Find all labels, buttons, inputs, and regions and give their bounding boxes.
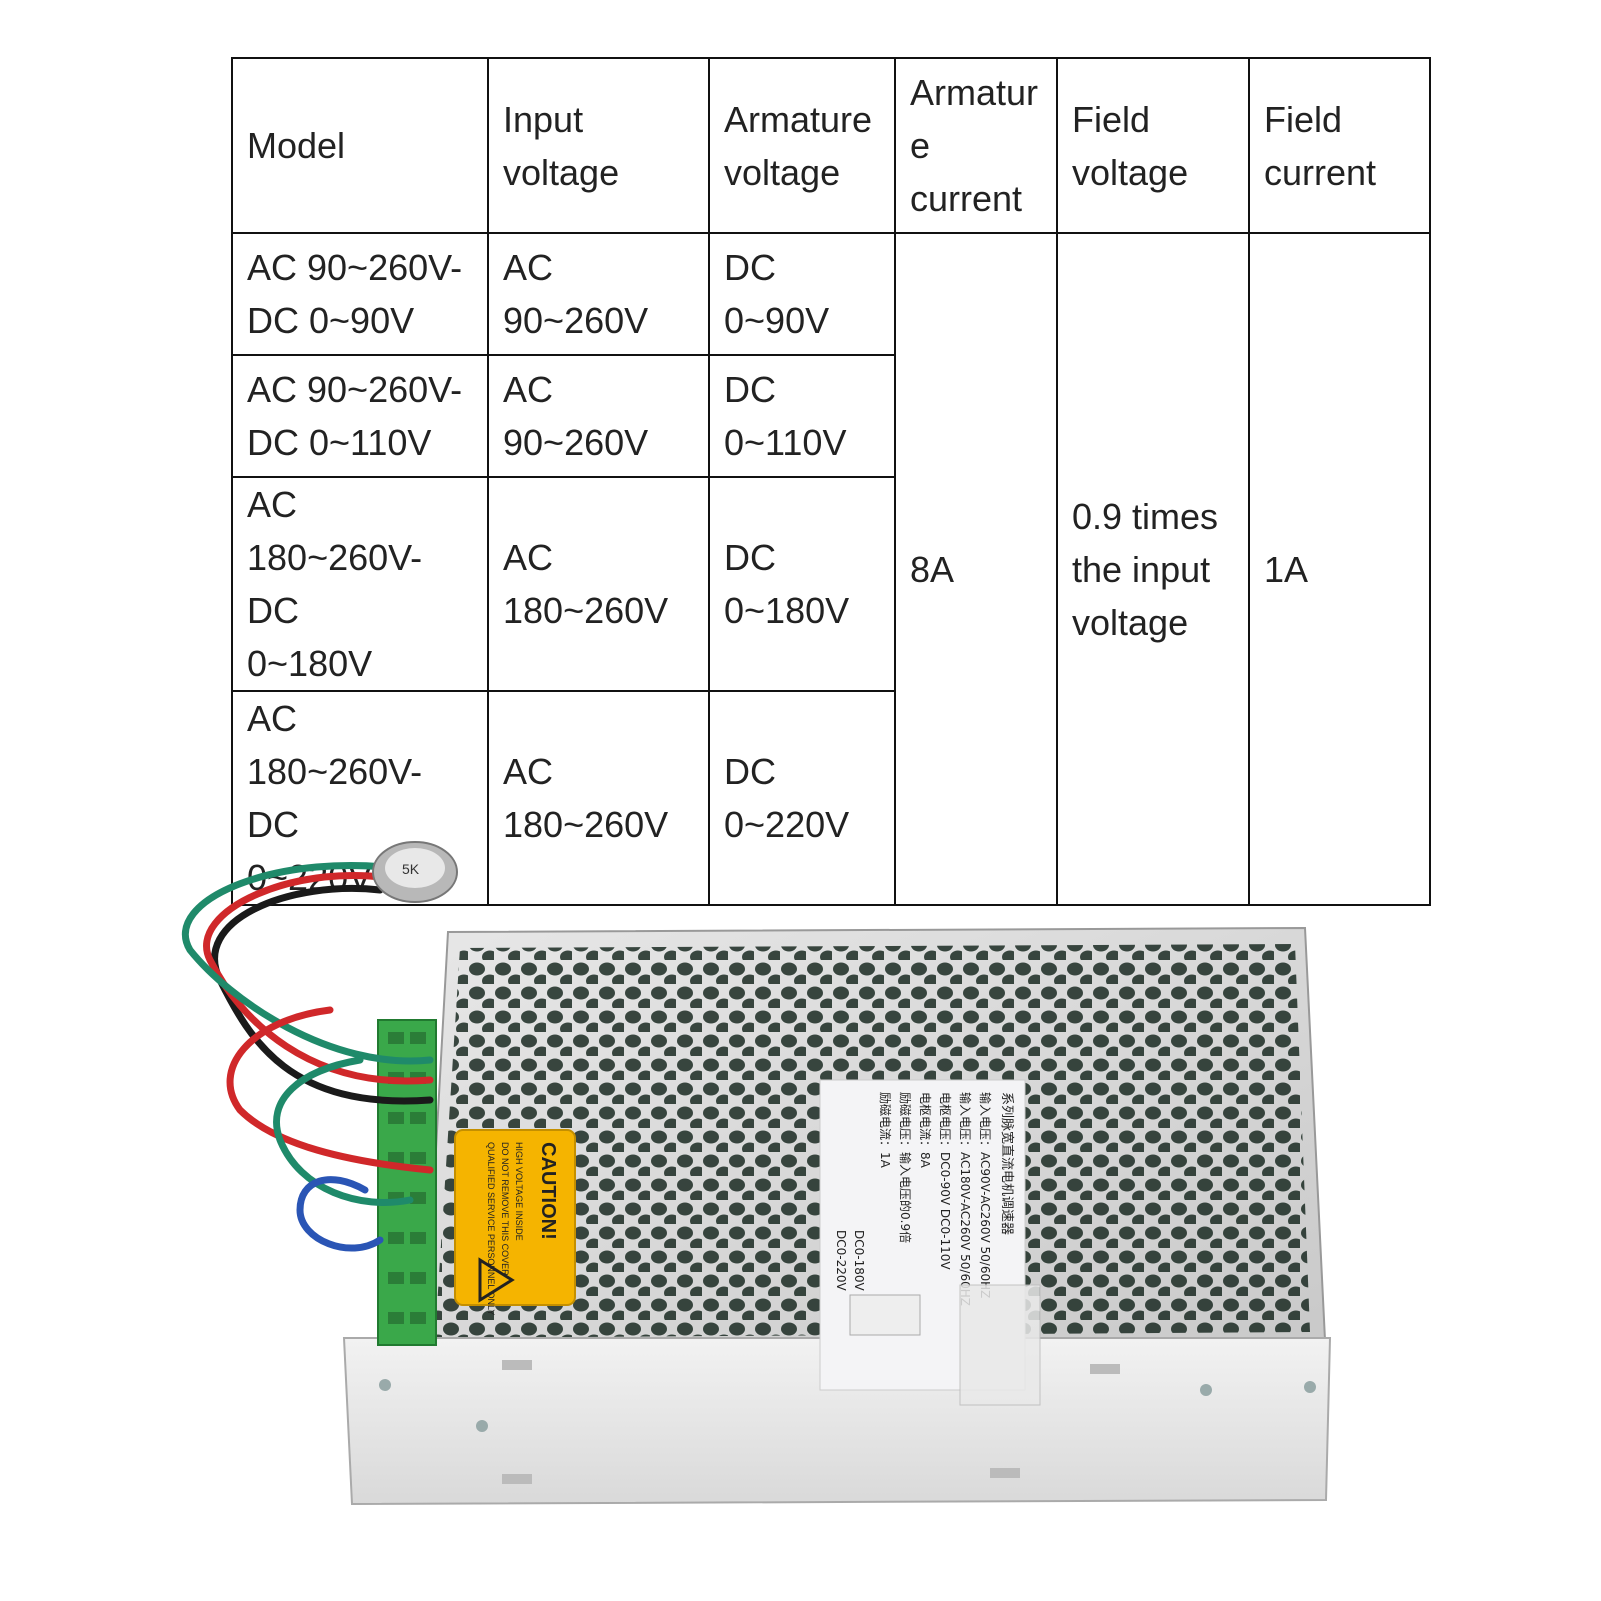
label-line: 励磁电流：1A (878, 1092, 893, 1169)
slot (990, 1468, 1020, 1478)
screw-icon (1200, 1384, 1212, 1396)
caution-title: CAUTION! (537, 1142, 559, 1240)
cell-armature-current: 8A (894, 232, 1058, 906)
cell-model: AC 90~260V- DC 0~90V (231, 232, 489, 356)
caution-line: HIGH VOLTAGE INSIDE (514, 1142, 524, 1241)
label-line: 系列脉宽直流电机调速器 (999, 1092, 1015, 1235)
cell-armature-voltage: DC 0~110V (708, 354, 896, 478)
connector (849, 1294, 921, 1336)
table-row: AC 90~260V- DC 0~90V AC 90~260V DC 0~90V… (231, 232, 1431, 906)
cell-model: AC 180~260V-DC 0~180V (231, 476, 489, 692)
tape-strip (959, 1284, 1041, 1406)
potentiometer: 5K (372, 841, 458, 903)
screw-icon (1304, 1381, 1316, 1393)
label-line: 输入电压：AC90V-AC260V 50/60HZ (978, 1092, 993, 1298)
table-row: AC 90~260V- DC 0~110V AC 90~260V DC 0~11… (231, 354, 1430, 478)
header-field-current: Field current (1248, 57, 1431, 234)
caution-sticker: CAUTION! HIGH VOLTAGE INSIDE DO NOT REMO… (454, 1129, 576, 1315)
label-line: DC0-220V (834, 1230, 848, 1291)
pot-marking: 5K (402, 861, 420, 877)
cell-input-voltage: AC 90~260V (487, 232, 710, 356)
header-input-voltage: Input voltage (487, 57, 710, 234)
cell-armature-voltage: DC 0~180V (708, 476, 896, 692)
caution-line: QUALIFIED SERVICE PERSONNEL ONLY (486, 1142, 496, 1315)
label-line: 励磁电压：输入电压的0.9倍 (898, 1092, 913, 1243)
header-armature-current: Armatur e current (894, 57, 1058, 234)
wires (181, 862, 434, 1252)
table-row: AC 180~260V-DC 0~180V AC 180~260V DC 0~1… (231, 476, 1430, 692)
slot (502, 1360, 532, 1370)
cell-input-voltage: AC 180~260V (487, 476, 710, 692)
speed-controller-illustration: 5K CAUTION! HIGH VOLTAGE INSIDE DO NOT R… (181, 841, 1332, 1506)
table-row: AC 180~260V-DC 0~220V AC 180~260V DC 0~2… (231, 690, 1430, 906)
screw-icon (379, 1379, 391, 1391)
header-field-voltage: Field voltage (1056, 57, 1250, 234)
header-row: Model Input voltage Armature voltage Arm… (231, 57, 1431, 234)
label-line: 输入电压：AC180V-AC260V 50/60HZ (958, 1092, 973, 1306)
cell-armature-voltage: DC 0~220V (708, 690, 896, 906)
cell-armature-voltage: DC 0~90V (708, 232, 896, 356)
slot (1090, 1364, 1120, 1374)
cell-field-voltage: 0.9 times the input voltage (1056, 232, 1250, 906)
header-armature-voltage: Armature voltage (708, 57, 896, 234)
cell-field-current: 1A (1248, 232, 1431, 906)
cell-model: AC 90~260V- DC 0~110V (231, 354, 489, 478)
label-line: 电枢电流：8A (918, 1092, 933, 1169)
warning-icon (478, 1257, 515, 1303)
header-model: Model (231, 57, 489, 234)
cell-input-voltage: AC 90~260V (487, 354, 710, 478)
label-line: 电枢电压：DC0-90V DC0-110V (938, 1092, 953, 1270)
caution-line: DO NOT REMOVE THIS COVER (500, 1142, 510, 1276)
screw-icon (476, 1420, 488, 1432)
spec-table: Model Input voltage Armature voltage Arm… (231, 57, 1431, 906)
cell-input-voltage: AC 180~260V (487, 690, 710, 906)
product-photo: 5K CAUTION! HIGH VOLTAGE INSIDE DO NOT R… (130, 840, 1380, 1560)
terminal-block (377, 1019, 437, 1346)
label-line: DC0-180V (852, 1230, 866, 1291)
slot (502, 1474, 532, 1484)
